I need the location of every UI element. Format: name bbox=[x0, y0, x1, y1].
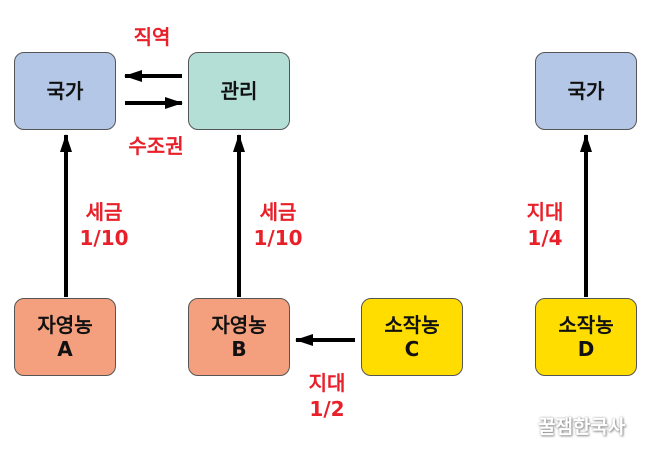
node-label: 소작농 bbox=[558, 313, 614, 337]
label-line: 1/4 bbox=[527, 226, 563, 250]
node-label: 국가 bbox=[567, 79, 605, 103]
node-label: 자영농 bbox=[37, 313, 93, 337]
node-sub: A bbox=[57, 337, 73, 361]
node-label: 국가 bbox=[46, 79, 84, 103]
label-line: 1/10 bbox=[253, 226, 303, 250]
node-sub: B bbox=[231, 337, 247, 361]
label-collection-right: 수조권 bbox=[128, 134, 184, 158]
node-label: 자영농 bbox=[211, 313, 267, 337]
label-line: 지대 bbox=[526, 200, 564, 224]
label-line: 지대 bbox=[308, 371, 346, 395]
node-state-left: 국가 bbox=[14, 52, 116, 130]
node-official: 관리 bbox=[188, 52, 290, 130]
node-sub: D bbox=[577, 337, 595, 361]
label-line: 1/2 bbox=[309, 397, 345, 421]
node-sub: C bbox=[404, 337, 420, 361]
label-line: 세금 bbox=[85, 200, 123, 224]
label-duty: 직역 bbox=[133, 25, 171, 49]
label-line: 세금 bbox=[259, 200, 297, 224]
label-line: 1/10 bbox=[79, 226, 129, 250]
node-label: 소작농 bbox=[384, 313, 440, 337]
node-label: 관리 bbox=[220, 79, 258, 103]
node-state-right: 국가 bbox=[535, 52, 637, 130]
watermark: 꿀잼한국사 bbox=[538, 416, 626, 438]
